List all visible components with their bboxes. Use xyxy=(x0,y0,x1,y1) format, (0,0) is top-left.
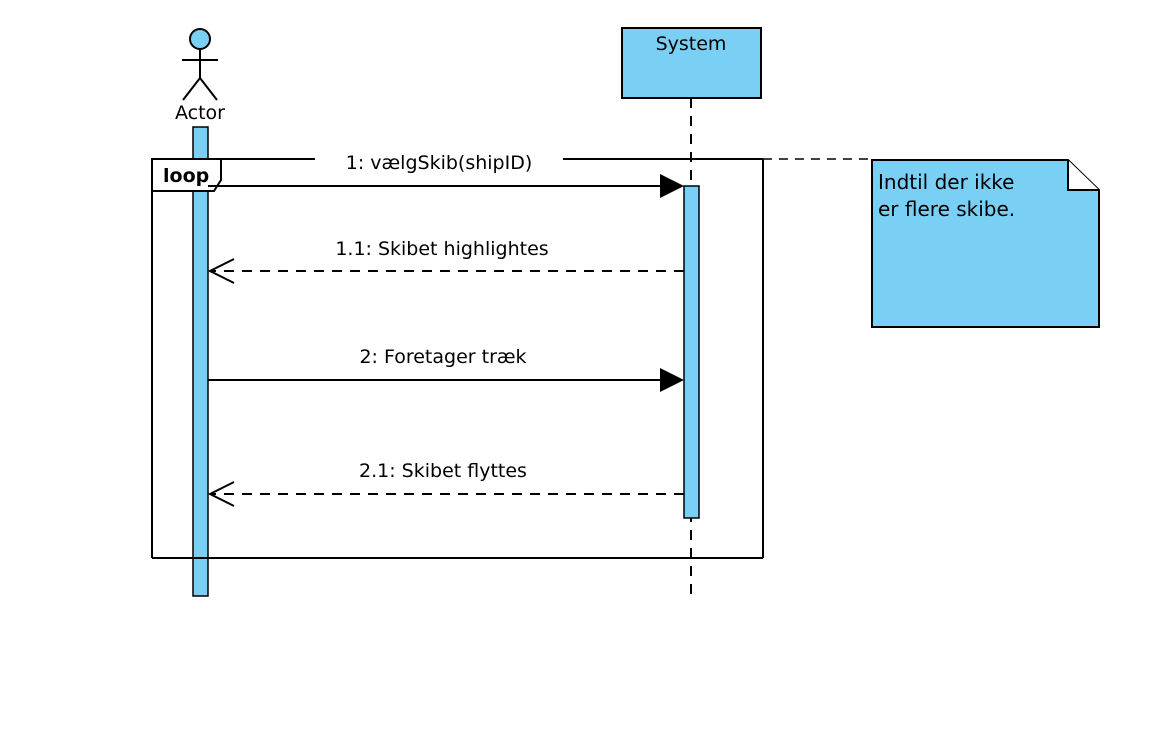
loop-operator-label: loop xyxy=(163,165,209,187)
message-1-arrow xyxy=(208,174,684,198)
note-line-1: Indtil der ikke xyxy=(878,170,1014,194)
message-1-1-label: 1.1: Skibet highlightes xyxy=(335,238,548,260)
system-activation-bar xyxy=(683,185,700,519)
message-2-1-label: 2.1: Skibet flyttes xyxy=(359,460,527,482)
system-box xyxy=(621,27,762,99)
note-folded-corner xyxy=(1067,160,1099,191)
message-2-label: 2: Foretager træk xyxy=(359,346,526,368)
system-label: System xyxy=(656,33,727,55)
message-1-1-return-arrow xyxy=(207,258,684,284)
note-line-2: er flere skibe. xyxy=(878,197,1015,221)
actor-activation-bar xyxy=(192,126,209,597)
message-2-arrow xyxy=(208,368,684,392)
note xyxy=(871,159,1100,328)
message-1-label: 1: vælgSkib(shipID) xyxy=(346,152,533,174)
actor-label: Actor xyxy=(175,102,225,124)
message-2-1-return-arrow xyxy=(207,481,684,507)
actor-figure xyxy=(182,28,218,101)
